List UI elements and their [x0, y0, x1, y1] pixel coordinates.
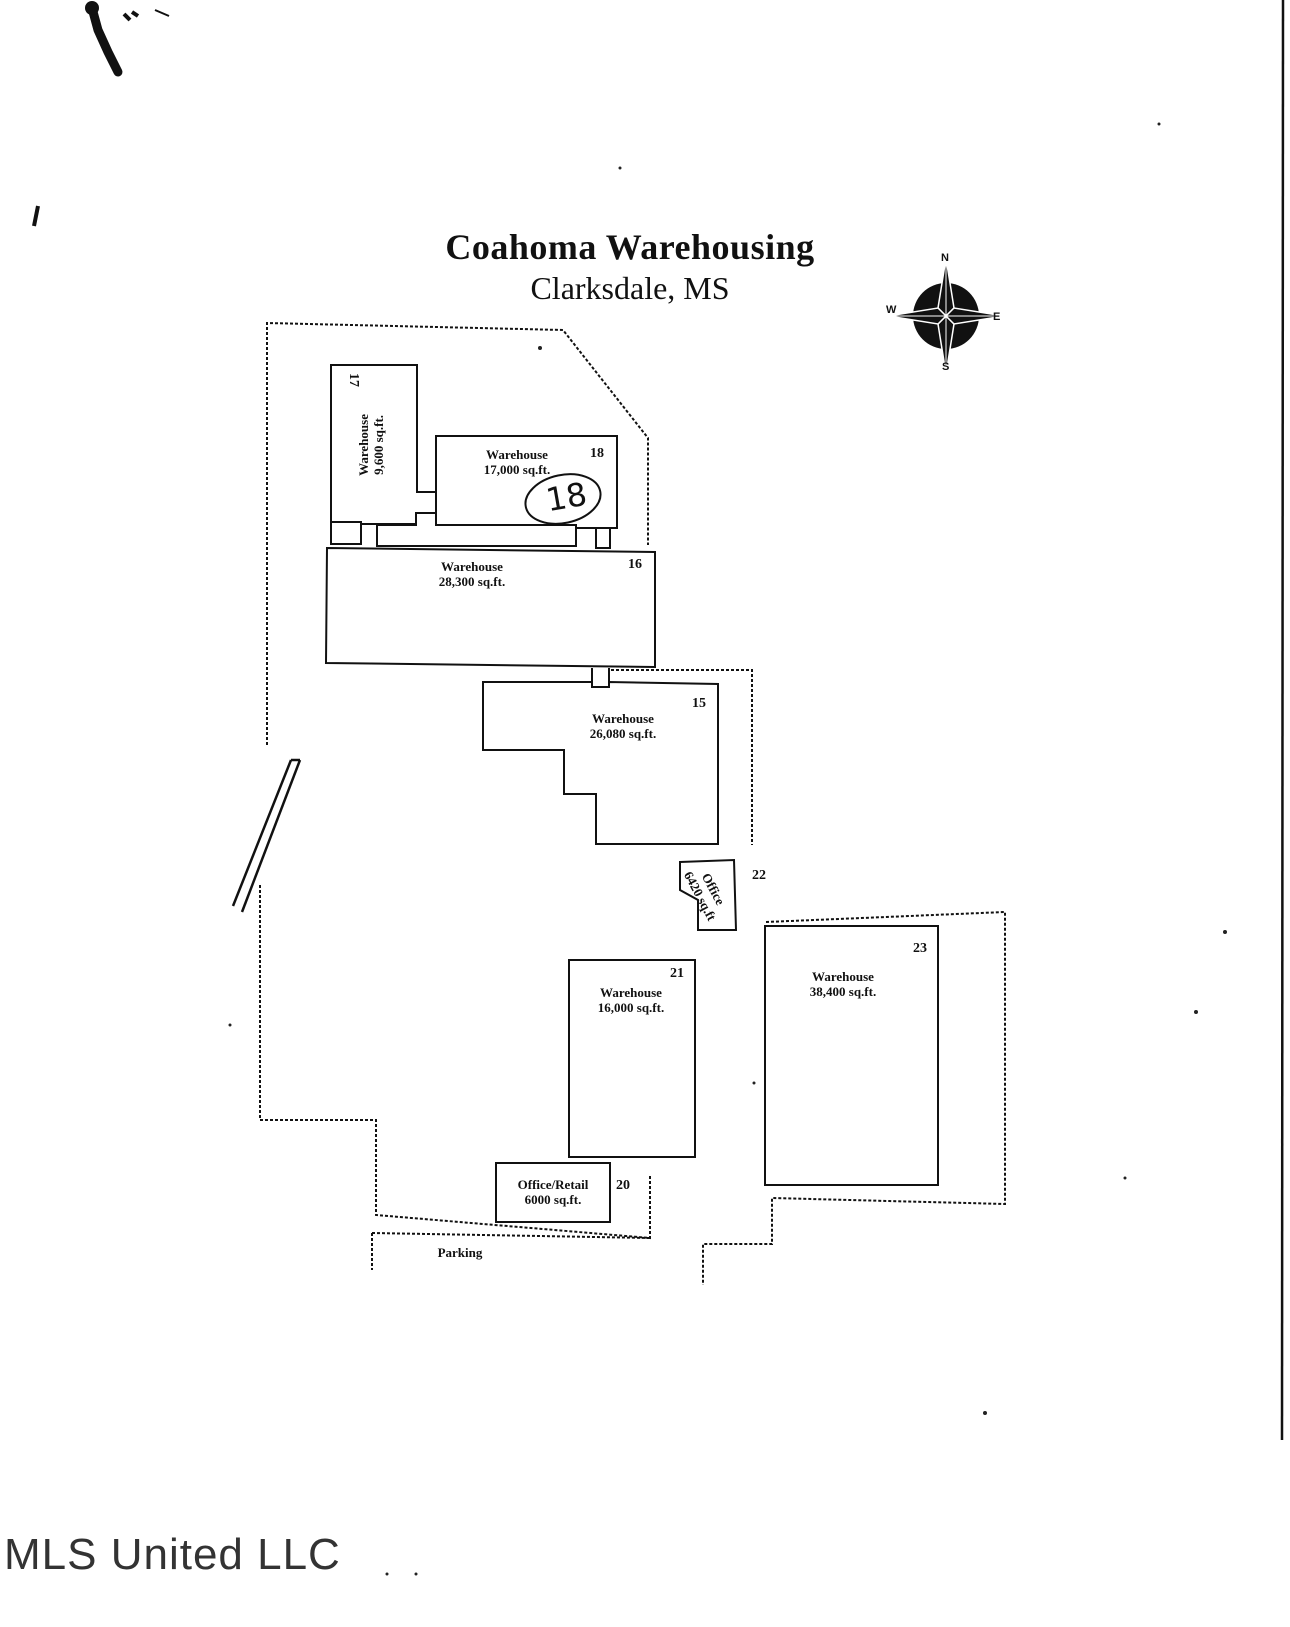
compass-n: N — [941, 252, 949, 264]
compass-s: S — [942, 361, 950, 373]
building-21-label: Warehouse 16,000 sq.ft. — [576, 985, 686, 1016]
building-18 — [435, 435, 618, 529]
scan-mark — [32, 205, 40, 227]
scan-mark — [1280, 0, 1285, 1441]
driveway — [231, 758, 302, 913]
building-21 — [568, 959, 696, 1158]
building-23-size: 38,400 sq.ft. — [809, 983, 877, 999]
building-16 — [324, 546, 656, 669]
building-15-type: Warehouse — [592, 711, 654, 726]
building-15 — [482, 680, 719, 845]
map-title: Coahoma Warehousing — [445, 227, 815, 267]
building-18-size: 17,000 sq.ft. — [483, 461, 551, 477]
building-21-type: Warehouse — [600, 985, 662, 1000]
building-16-type: Warehouse — [441, 559, 503, 574]
parking-label: Parking — [437, 1245, 483, 1260]
building-21-size: 16,000 sq.ft. — [597, 999, 665, 1015]
boundary-line — [266, 321, 649, 745]
scan-specks — [228, 122, 1227, 1576]
watermark: MLS United LLC — [4, 1530, 341, 1579]
building-22-number: 22 — [752, 868, 766, 883]
building-21-number: 21 — [670, 966, 684, 981]
building-23-type: Warehouse — [812, 969, 874, 984]
scan-mark — [87, 3, 123, 77]
compass-e: E — [993, 311, 1001, 323]
building-17-label: Warehouse 9,600 sq.ft. — [356, 375, 387, 515]
scan-mark — [85, 1, 99, 15]
map-subtitle: Clarksdale, MS — [530, 270, 730, 306]
building-15-label: Warehouse 26,080 sq.ft. — [568, 711, 678, 742]
building-18-label: Warehouse 17,000 sq.ft. — [462, 447, 572, 478]
building-20-label: Office/Retail 6000 sq.ft. — [498, 1177, 608, 1208]
building-17-number: 17 — [346, 373, 361, 387]
property-boundary — [259, 321, 1006, 1285]
building-16-size: 28,300 sq.ft. — [438, 573, 506, 589]
building-23-label: Warehouse 38,400 sq.ft. — [788, 969, 898, 1000]
building-15-number: 15 — [692, 696, 706, 711]
small-annex — [330, 521, 362, 545]
handwritten-circle — [524, 473, 602, 525]
handwritten-note: 18 — [543, 474, 590, 520]
building-16-label: Warehouse 28,300 sq.ft. — [412, 559, 532, 590]
boundary-line — [611, 669, 753, 845]
scan-mark — [154, 9, 170, 17]
building-23 — [764, 925, 939, 1186]
building-20-type: Office/Retail — [517, 1177, 589, 1192]
small-annex — [595, 527, 611, 549]
connector-strip — [376, 512, 577, 547]
building-17-type: Warehouse — [356, 414, 372, 476]
building-22 — [679, 858, 738, 931]
boundary-line — [371, 1232, 651, 1239]
connector — [591, 668, 610, 685]
scan-mark — [122, 10, 140, 22]
building-20 — [495, 1162, 611, 1223]
compass-rose — [887, 257, 1005, 375]
building-18-number: 18 — [590, 446, 604, 461]
boundary-line — [259, 885, 651, 1240]
compass-w: W — [886, 304, 897, 316]
building-15-size: 26,080 sq.ft. — [589, 725, 657, 741]
building-16-number: 16 — [628, 557, 642, 572]
building-20-size: 6000 sq.ft. — [524, 1191, 582, 1207]
building-20-number: 20 — [616, 1178, 630, 1193]
building-18-type: Warehouse — [486, 447, 548, 462]
building-23-number: 23 — [913, 941, 927, 956]
building-17-size: 9,600 sq.ft. — [371, 414, 386, 475]
